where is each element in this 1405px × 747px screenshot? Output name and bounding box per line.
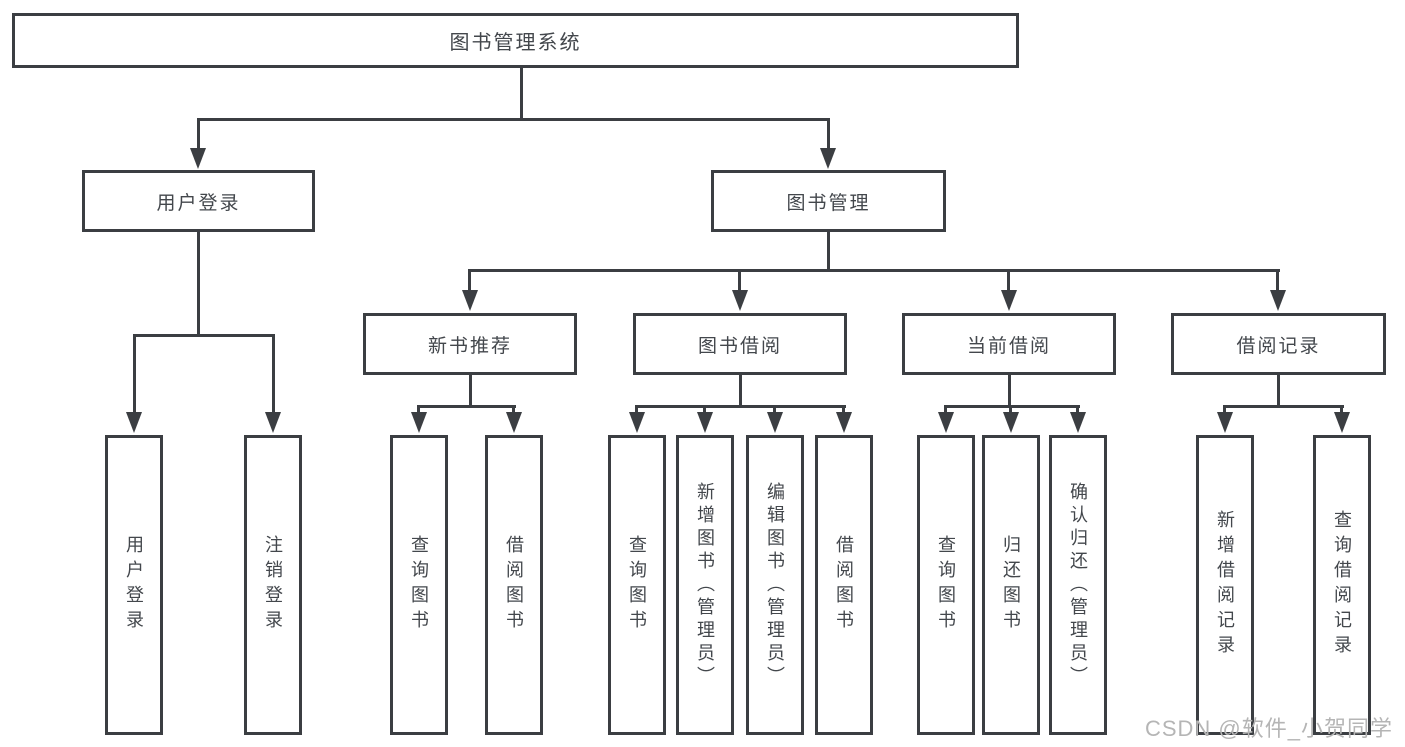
node-current-borrowing-label: 当前借阅: [966, 335, 1051, 357]
csdn-watermark: CSDN @软件_小贺同学: [1144, 716, 1393, 741]
edge-to-leaf-cb-return: [1009, 405, 1012, 417]
edge-book-management-rail: [469, 269, 1280, 272]
arrow-down-book-management-icon: [820, 148, 836, 169]
node-book-borrowing-label: 图书借阅: [697, 335, 782, 357]
edge-book-borrowing-stem: [739, 373, 742, 407]
node-leaf-bb-query-books: 查询图书: [608, 435, 666, 735]
node-root: 图书管理系统: [12, 13, 1019, 68]
arrow-down-current-borrowing-icon: [1001, 290, 1017, 311]
node-new-book-recommend-label: 新书推荐: [427, 335, 512, 357]
edge-to-leaf-bb-edit: [773, 405, 776, 417]
node-leaf-cb-return-books-label: 归还图书: [1001, 535, 1021, 635]
edge-borrowing-records-rail: [1224, 405, 1344, 408]
node-leaf-bb-add-books: 新增图书（管理员）: [676, 435, 734, 735]
node-leaf-bb-edit-books: 编辑图书（管理员）: [746, 435, 804, 735]
edge-to-current-borrowing: [1007, 269, 1010, 295]
edge-root-rail: [197, 118, 830, 121]
node-root-label: 图书管理系统: [449, 32, 582, 54]
edge-to-leaf-br-query: [1340, 405, 1343, 417]
node-leaf-user-login: 用户登录: [105, 435, 163, 735]
arrow-down-leaf-nbr-query-icon: [411, 412, 427, 433]
node-user-login: 用户登录: [82, 170, 315, 232]
arrow-down-leaf-nbr-borrow-icon: [506, 412, 522, 433]
node-borrowing-records-label: 借阅记录: [1236, 335, 1321, 357]
edge-to-leaf-nbr-query: [417, 405, 420, 417]
edge-to-leaf-logout: [272, 334, 275, 416]
node-leaf-logout-label: 注销登录: [263, 535, 283, 635]
edge-to-leaf-bb-query: [635, 405, 638, 417]
edge-to-book-borrowing: [738, 269, 741, 295]
edge-to-leaf-user-login: [133, 334, 136, 416]
node-book-management-label: 图书管理: [786, 192, 871, 214]
node-book-management: 图书管理: [711, 170, 946, 232]
arrow-down-leaf-bb-edit-icon: [767, 412, 783, 433]
node-leaf-br-add-record: 新增借阅记录: [1196, 435, 1254, 735]
edge-to-leaf-cb-confirm: [1076, 405, 1079, 417]
node-leaf-cb-query-books: 查询图书: [917, 435, 975, 735]
edge-user-login-rail: [133, 334, 275, 337]
node-leaf-cb-confirm-return-label: 确认归还（管理员）: [1068, 481, 1088, 689]
edge-new-book-recommend-stem: [469, 373, 472, 407]
arrow-down-borrowing-records-icon: [1270, 290, 1286, 311]
edge-root-stem: [520, 68, 523, 120]
node-leaf-cb-return-books: 归还图书: [982, 435, 1040, 735]
arrow-down-leaf-user-login-icon: [126, 412, 142, 433]
arrow-down-book-borrowing-icon: [732, 290, 748, 311]
node-leaf-bb-edit-books-label: 编辑图书（管理员）: [765, 481, 785, 689]
edge-to-book-management: [827, 118, 830, 152]
node-leaf-br-add-record-label: 新增借阅记录: [1215, 510, 1235, 660]
edge-to-leaf-cb-query: [944, 405, 947, 417]
node-leaf-user-login-label: 用户登录: [124, 535, 144, 635]
arrow-down-user-login-icon: [190, 148, 206, 169]
arrow-down-leaf-logout-icon: [265, 412, 281, 433]
node-leaf-nbr-borrow-books-label: 借阅图书: [504, 535, 524, 635]
node-leaf-bb-borrow-books-label: 借阅图书: [834, 535, 854, 635]
node-new-book-recommend: 新书推荐: [363, 313, 577, 375]
arrow-down-leaf-cb-query-icon: [938, 412, 954, 433]
node-leaf-br-query-record-label: 查询借阅记录: [1332, 510, 1352, 660]
node-leaf-bb-add-books-label: 新增图书（管理员）: [695, 481, 715, 689]
edge-to-user-login: [197, 118, 200, 152]
edge-to-leaf-nbr-borrow: [512, 405, 515, 417]
edge-to-new-book-recommend: [468, 269, 471, 295]
node-book-borrowing: 图书借阅: [633, 313, 847, 375]
edge-book-management-stem: [827, 230, 830, 271]
node-leaf-nbr-borrow-books: 借阅图书: [485, 435, 543, 735]
edge-to-borrowing-records: [1276, 269, 1279, 295]
arrow-down-leaf-bb-add-icon: [697, 412, 713, 433]
edge-to-leaf-bb-add: [703, 405, 706, 417]
edge-to-leaf-br-add: [1223, 405, 1226, 417]
arrow-down-new-book-recommend-icon: [462, 290, 478, 311]
edge-current-borrowing-rail: [945, 405, 1080, 408]
arrow-down-leaf-bb-query-icon: [629, 412, 645, 433]
edge-new-book-recommend-rail: [418, 405, 516, 408]
node-user-login-label: 用户登录: [156, 192, 241, 214]
node-leaf-bb-query-books-label: 查询图书: [627, 535, 647, 635]
node-leaf-nbr-query-books: 查询图书: [390, 435, 448, 735]
edge-book-borrowing-rail: [636, 405, 846, 408]
node-leaf-cb-confirm-return: 确认归还（管理员）: [1049, 435, 1107, 735]
edge-to-leaf-bb-borrow: [842, 405, 845, 417]
node-borrowing-records: 借阅记录: [1171, 313, 1386, 375]
arrow-down-leaf-cb-confirm-icon: [1070, 412, 1086, 433]
node-current-borrowing: 当前借阅: [902, 313, 1116, 375]
arrow-down-leaf-bb-borrow-icon: [836, 412, 852, 433]
arrow-down-leaf-cb-return-icon: [1003, 412, 1019, 433]
node-leaf-nbr-query-books-label: 查询图书: [409, 535, 429, 635]
node-leaf-logout: 注销登录: [244, 435, 302, 735]
edge-borrowing-records-stem: [1277, 373, 1280, 407]
node-leaf-cb-query-books-label: 查询图书: [936, 535, 956, 635]
node-leaf-br-query-record: 查询借阅记录: [1313, 435, 1371, 735]
edge-user-login-stem: [197, 230, 200, 336]
edge-current-borrowing-stem: [1008, 373, 1011, 407]
arrow-down-leaf-br-query-icon: [1334, 412, 1350, 433]
node-leaf-bb-borrow-books: 借阅图书: [815, 435, 873, 735]
arrow-down-leaf-br-add-icon: [1217, 412, 1233, 433]
